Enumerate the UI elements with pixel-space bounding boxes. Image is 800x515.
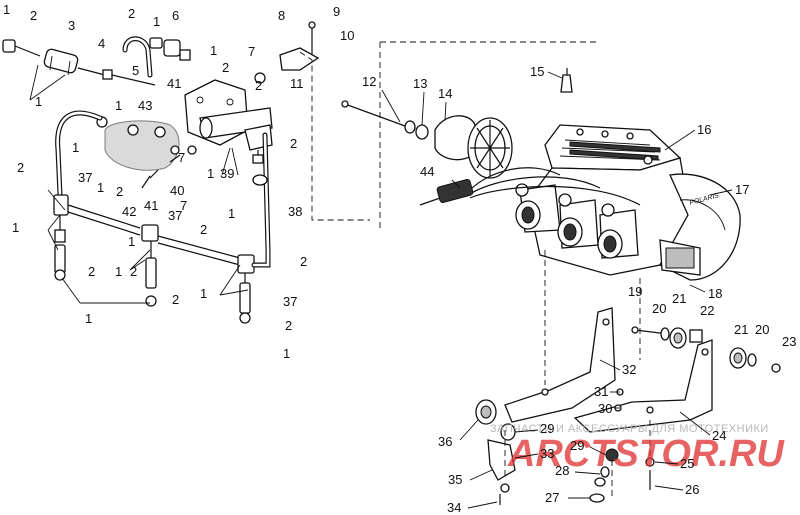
callout-37: 37 — [78, 170, 92, 185]
callout-7: 7 — [248, 44, 255, 59]
callout-2: 2 — [172, 292, 179, 307]
callout-41: 41 — [167, 76, 181, 91]
callout-31: 31 — [594, 384, 608, 399]
callout-1: 1 — [207, 166, 214, 181]
callout-20: 20 — [755, 322, 769, 337]
callout-2: 2 — [200, 222, 207, 237]
callout-16: 16 — [697, 122, 711, 137]
callout-1: 1 — [3, 2, 10, 17]
callout-29: 29 — [540, 421, 554, 436]
callout-21: 21 — [734, 322, 748, 337]
callout-11: 11 — [290, 76, 304, 91]
callout-1: 1 — [128, 234, 135, 249]
callout-35: 35 — [448, 472, 462, 487]
callout-4: 4 — [98, 36, 105, 51]
fuel-line-assembly — [2, 21, 600, 324]
callout-2: 2 — [285, 318, 292, 333]
callout-2: 2 — [88, 264, 95, 279]
callout-2: 2 — [17, 160, 24, 175]
callout-41: 41 — [144, 198, 158, 213]
callout-29: 29 — [570, 438, 584, 453]
callout-9: 9 — [333, 4, 340, 19]
pto-side-parts — [341, 100, 513, 179]
callout-22: 22 — [700, 303, 714, 318]
callout-30: 30 — [598, 401, 612, 416]
engine-mount-brackets — [475, 250, 781, 505]
watermark-logo: ARCTSTOR.RU — [507, 433, 785, 475]
callout-1: 1 — [12, 220, 19, 235]
callout-2: 2 — [222, 60, 229, 75]
callout-43: 43 — [138, 98, 152, 113]
callout-33: 33 — [540, 446, 554, 461]
callout-1: 1 — [210, 43, 217, 58]
callout-10: 10 — [340, 28, 354, 43]
callout-1: 1 — [228, 206, 235, 221]
callout-1: 1 — [72, 140, 79, 155]
callout-19: 19 — [628, 284, 642, 299]
callout-2: 2 — [255, 78, 262, 93]
callout-1: 1 — [85, 311, 92, 326]
callout-2: 2 — [128, 6, 135, 21]
callout-20: 20 — [652, 301, 666, 316]
callout-2: 2 — [290, 136, 297, 151]
callout-21: 21 — [672, 291, 686, 306]
callout-39: 39 — [220, 166, 234, 181]
callout-24: 24 — [712, 428, 726, 443]
callout-7: 7 — [178, 150, 185, 165]
callout-32: 32 — [622, 362, 636, 377]
callout-37: 37 — [168, 208, 182, 223]
callout-14: 14 — [438, 86, 452, 101]
callout-8: 8 — [278, 8, 285, 23]
callout-13: 13 — [413, 76, 427, 91]
carburetor-row — [515, 183, 639, 259]
callout-25: 25 — [680, 456, 694, 471]
callout-6: 6 — [172, 8, 179, 23]
callout-5: 5 — [132, 63, 139, 78]
callout-1: 1 — [35, 94, 42, 109]
callout-1: 1 — [97, 180, 104, 195]
callout-15: 15 — [530, 64, 544, 79]
callout-1: 1 — [200, 286, 207, 301]
callout-7: 7 — [180, 198, 187, 213]
callout-38: 38 — [288, 204, 302, 219]
callout-17: 17 — [735, 182, 749, 197]
engine-assembly: POLARIS — [419, 68, 741, 293]
callout-23: 23 — [782, 334, 796, 349]
callout-34: 34 — [447, 500, 461, 515]
callout-26: 26 — [685, 482, 699, 497]
callout-37: 37 — [283, 294, 297, 309]
callout-27: 27 — [545, 490, 559, 505]
callout-18: 18 — [708, 286, 722, 301]
callout-1: 1 — [115, 98, 122, 113]
callout-2: 2 — [130, 264, 137, 279]
callout-12: 12 — [362, 74, 376, 89]
callout-44: 44 — [420, 164, 434, 179]
callout-40: 40 — [170, 183, 184, 198]
callout-2: 2 — [30, 8, 37, 23]
callout-2: 2 — [116, 184, 123, 199]
leader-lines-right — [381, 71, 733, 509]
callout-36: 36 — [438, 434, 452, 449]
callout-1: 1 — [153, 14, 160, 29]
callout-1: 1 — [115, 264, 122, 279]
callout-3: 3 — [68, 18, 75, 33]
callout-28: 28 — [555, 463, 569, 478]
callout-labels: 1 2 3 4 2 1 6 1 5 41 2 7 8 9 10 2 11 1 1… — [3, 2, 796, 515]
callout-1: 1 — [283, 346, 290, 361]
callout-2: 2 — [300, 254, 307, 269]
callout-42: 42 — [122, 204, 136, 219]
